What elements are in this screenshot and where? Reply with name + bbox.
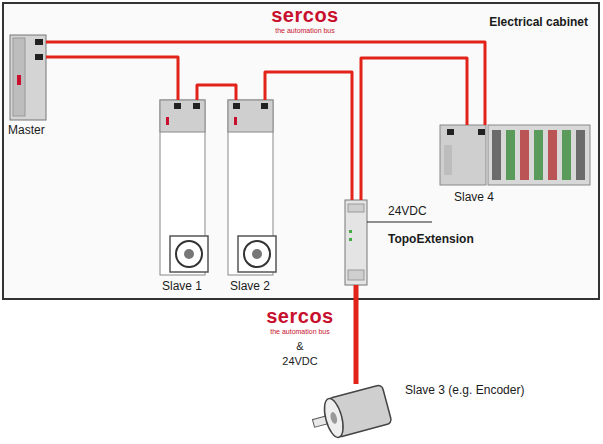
supply-label: 24VDC bbox=[282, 355, 317, 368]
topo-extension-box: 24VDCTopoExtension bbox=[345, 200, 367, 285]
drive-slave1 bbox=[160, 100, 208, 275]
node-label: TopoExtension bbox=[388, 233, 474, 247]
encoder-box: Slave 3 (e.g. Encoder) bbox=[318, 384, 394, 439]
drive-slave2 bbox=[228, 100, 276, 275]
node-label: 24VDC bbox=[388, 205, 427, 219]
cabinet-outline bbox=[3, 3, 599, 299]
node-label: Slave 4 bbox=[454, 191, 494, 205]
master-box: Master bbox=[10, 35, 46, 120]
slave-box: Slave 1 bbox=[160, 100, 205, 275]
note-text: & bbox=[296, 340, 303, 353]
bus-cable bbox=[197, 85, 236, 100]
bus-cable bbox=[354, 285, 359, 384]
slave-box: Slave 2 bbox=[228, 100, 273, 275]
slave-box: Slave 4 bbox=[440, 125, 590, 185]
bus-cable bbox=[46, 42, 485, 125]
node-label: Electrical cabinet bbox=[489, 16, 588, 30]
bus-slogan: the automation bus bbox=[275, 27, 335, 35]
bus-cable bbox=[46, 57, 178, 100]
bus-logo: sercos bbox=[271, 4, 339, 27]
encoder-slave3 bbox=[308, 384, 392, 442]
bus-slogan: the automation bus bbox=[270, 328, 330, 336]
node-label: Slave 2 bbox=[230, 280, 270, 294]
node-label: Slave 3 (e.g. Encoder) bbox=[405, 384, 524, 398]
node-label: Master bbox=[8, 124, 45, 138]
bus-cable bbox=[265, 72, 352, 200]
io-slave4 bbox=[440, 125, 590, 185]
bus-cable bbox=[361, 58, 467, 200]
master-device bbox=[10, 35, 46, 120]
cabinet-box: Electrical cabinetMasterSlave 1Slave 224… bbox=[2, 2, 600, 300]
node-label: Slave 1 bbox=[162, 280, 202, 294]
bus-logo: sercos bbox=[266, 305, 334, 328]
